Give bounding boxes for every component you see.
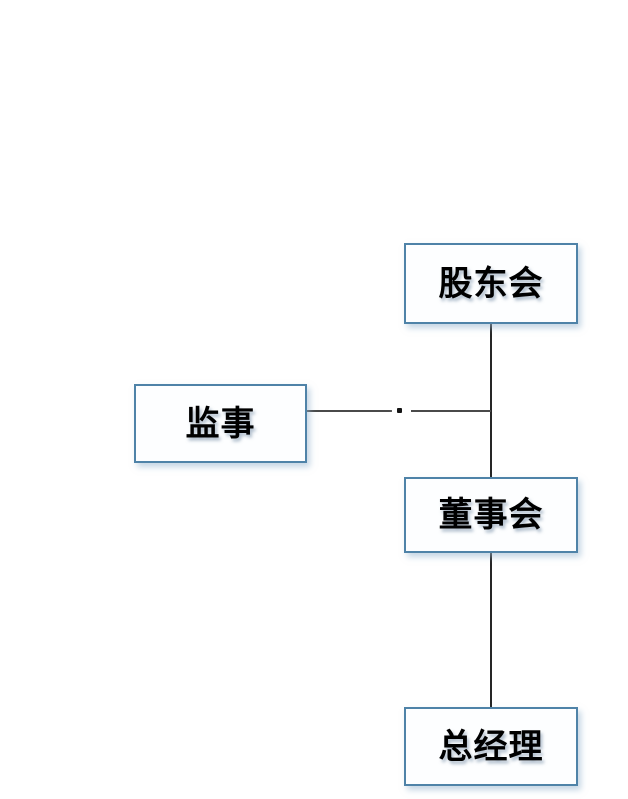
org-node-board: 董事会 [404,477,578,553]
connector-junction-dot [397,408,402,413]
org-node-board-label: 董事会 [438,496,544,534]
org-node-general-manager-label: 总经理 [438,727,544,766]
connector-supervisor-trunk-left-segment [307,410,392,412]
connector-board-general-manager [490,553,492,707]
org-node-shareholders: 股东会 [404,243,578,324]
org-node-shareholders-label: 股东会 [438,264,544,303]
org-node-supervisor: 监事 [134,384,307,463]
org-node-supervisor-label: 监事 [185,404,256,443]
connector-shareholders-board [490,324,492,477]
connector-supervisor-trunk-right-segment [411,410,491,412]
org-node-general-manager: 总经理 [404,707,578,786]
